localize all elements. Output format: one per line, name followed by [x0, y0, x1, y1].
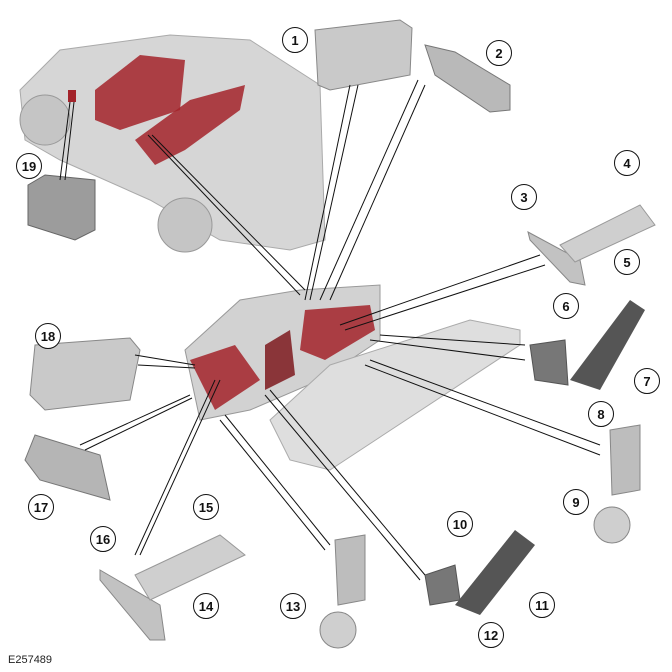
callout-19: 19 [16, 153, 42, 179]
callout-14: 14 [193, 593, 219, 619]
seats-assembly [184, 284, 521, 471]
part-3-4-5-seat-frame [527, 204, 656, 286]
callout-16: 16 [90, 526, 116, 552]
part-19-switch-pack [27, 174, 96, 241]
part-10-11-12-harness [424, 530, 535, 615]
figure-reference-code: E257489 [8, 654, 53, 666]
callout-15: 15 [193, 494, 219, 520]
callout-8: 8 [588, 401, 614, 427]
part-6-7-8-harness [529, 300, 645, 390]
part-9-motor [593, 424, 641, 544]
callout-11: 11 [529, 592, 555, 618]
callout-7: 7 [634, 368, 660, 394]
callout-4: 4 [614, 150, 640, 176]
callout-2: 2 [486, 40, 512, 66]
callout-12: 12 [478, 622, 504, 648]
callout-17: 17 [28, 494, 54, 520]
part-13-motor [319, 534, 366, 649]
callout-18: 18 [35, 323, 61, 349]
part-17-switch [24, 434, 111, 501]
callout-1: 1 [282, 27, 308, 53]
part-1-module [314, 19, 413, 91]
vehicle-illustration [19, 34, 326, 253]
callout-5: 5 [614, 249, 640, 275]
leader-lines [59, 79, 601, 581]
part-2-module [424, 44, 511, 113]
callout-3: 3 [511, 184, 537, 210]
part-18-module [29, 337, 141, 411]
callout-9: 9 [563, 489, 589, 515]
callout-13: 13 [280, 593, 306, 619]
part-14-15-16-seat-frame [99, 534, 246, 641]
callout-10: 10 [447, 511, 473, 537]
callout-6: 6 [553, 293, 579, 319]
